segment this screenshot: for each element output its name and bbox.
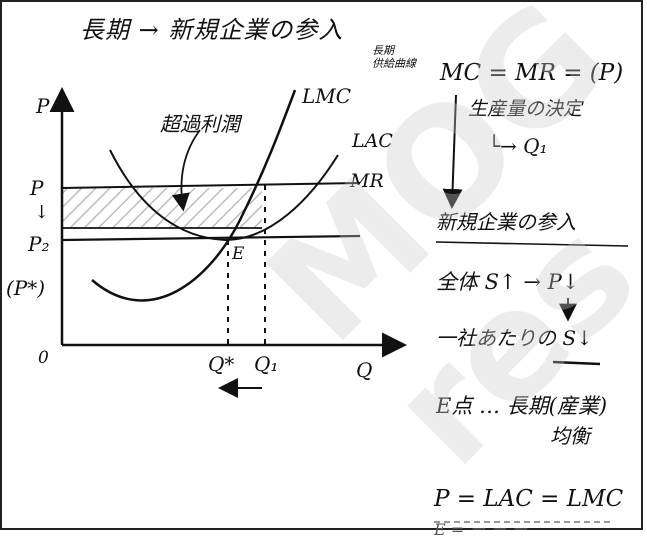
price-p-label: P <box>30 176 44 200</box>
entry-underline <box>435 241 629 247</box>
lac-label: LAC <box>352 130 393 152</box>
excess-profit-area <box>62 188 262 228</box>
equilibrium-e-label: E <box>232 244 245 264</box>
p2-label: P₂ <box>28 232 50 256</box>
excess-profit-pointer <box>171 129 201 212</box>
long-run-supply-note: 長期 供給曲線 <box>372 44 416 70</box>
total-supply-line: 全体 S↑ → P↓ <box>436 270 580 294</box>
s-underline <box>552 360 601 366</box>
per-firm-supply-line: 一社あたりの S↓ <box>436 326 593 350</box>
q1-label: Q₁ <box>254 352 279 376</box>
y-axis-label: P <box>36 94 50 118</box>
lmc-label: LMC <box>302 84 352 108</box>
origin-label: 0 <box>38 348 49 368</box>
equilibrium-word: 均衡 <box>550 424 590 448</box>
price-down-arrow: ↓ <box>34 202 50 223</box>
page-border <box>0 0 643 530</box>
pstar-label: (P*) <box>6 276 46 300</box>
cut-off-line: E = ー ー ー <box>434 520 528 539</box>
lac-curve <box>109 149 339 242</box>
q1-result: └→ Q₁ <box>488 134 548 158</box>
mc-mr-equation: MC = MR = (P) <box>440 60 624 86</box>
note-line-1: 長期 <box>372 44 394 57</box>
excess-profit-label: 超過利潤 <box>160 112 240 136</box>
flow-arrow-down <box>442 94 463 209</box>
point-e-line: E点 … 長期(産業) <box>436 394 608 418</box>
mr-line <box>61 182 361 189</box>
note-line-2: 供給曲線 <box>372 57 416 70</box>
lmc-curve <box>91 89 297 302</box>
qstar-label: Q* <box>208 352 235 376</box>
equilibrium-condition: P = LAC = LMC <box>434 486 624 512</box>
output-decision: 生産量の決定 <box>468 98 583 120</box>
page-title: 長期 → 新規企業の参入 <box>80 16 344 44</box>
new-entry-heading: 新規企業の参入 <box>436 210 576 234</box>
mr-label: MR <box>350 170 384 192</box>
x-axis-label: Q <box>356 358 373 382</box>
